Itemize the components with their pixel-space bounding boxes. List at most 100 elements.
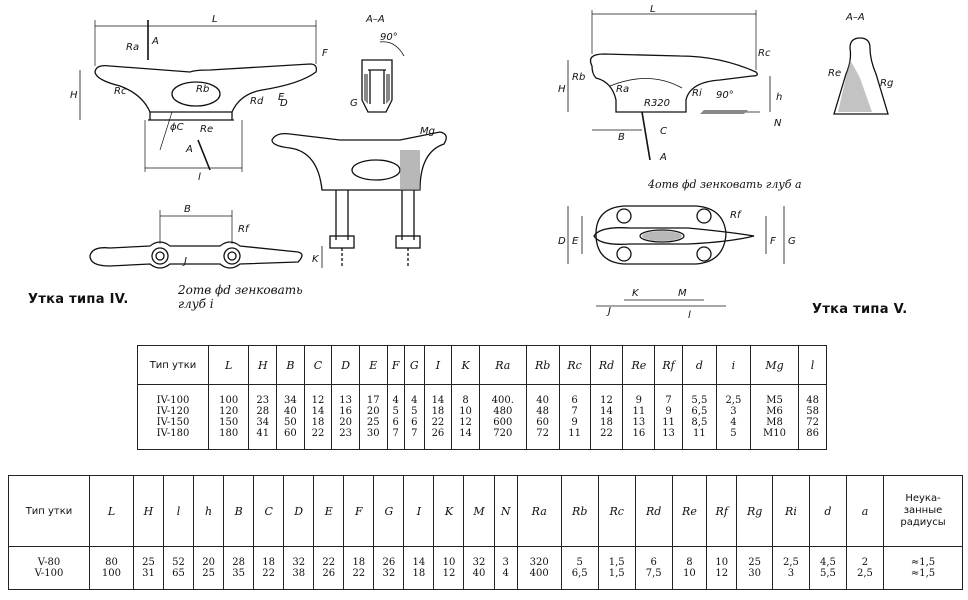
v-label-Re: Re [828, 68, 841, 79]
th: M [463, 475, 495, 547]
cell: 3 4 [493, 546, 518, 590]
cell: 5 6,5 [560, 546, 599, 590]
th: Тип утки [8, 475, 90, 547]
th: B [223, 475, 255, 547]
iv-label-J: J [182, 256, 187, 267]
v-label-angle: 90° [716, 90, 734, 101]
th: L [207, 345, 250, 385]
cell: V-80 V-100 [8, 546, 90, 590]
caption-type-iv: Утка типа IV. [28, 292, 129, 307]
iv-label-Re: Re [200, 124, 213, 135]
cell: 400. 480 600 720 [478, 384, 527, 450]
cell: 32 38 [283, 546, 315, 590]
th: H [132, 475, 165, 547]
th: F [343, 475, 375, 547]
iv-label-K: K [312, 254, 320, 265]
cell: 14 18 [403, 546, 435, 590]
v-label-K: K [632, 288, 640, 299]
th: Rb [560, 475, 599, 547]
cell: 10 12 [433, 546, 465, 590]
table-row: IV-100 IV-120 IV-150 IV-180 100 120 150 … [137, 384, 827, 450]
th: Неука- занные радиусы [883, 475, 963, 547]
iv-label-Rb: Rb [196, 84, 209, 95]
v-label-h: h [776, 92, 782, 103]
iv-label-H: H [70, 90, 78, 101]
v-label-Ri: Ri [692, 88, 702, 99]
th: i [715, 345, 751, 385]
th: Rg [736, 475, 773, 547]
cell: M5 M6 M8 M10 [749, 384, 800, 450]
cell: 23 28 34 41 [248, 384, 278, 450]
v-label-L: L [650, 4, 656, 15]
cell: 20 25 [193, 546, 225, 590]
th: Ri [771, 475, 810, 547]
table-row: V-80 V-100 80 100 25 31 52 65 20 25 28 3… [8, 546, 963, 590]
iv-label-L: L [212, 14, 218, 25]
cell: 52 65 [162, 546, 195, 590]
th: N [493, 475, 518, 547]
caption-type-v: Утка типа V. [812, 302, 908, 317]
th: a [845, 475, 885, 547]
v-label-M: M [678, 288, 687, 299]
th: d [808, 475, 847, 547]
cell: 10 12 [706, 546, 738, 590]
cell: 18 22 [343, 546, 375, 590]
cell: 6 7,5 [634, 546, 673, 590]
th: Rb [525, 345, 560, 385]
v-label-Rg: Rg [880, 78, 893, 89]
note-type-iv: 2отв ϕd зенковать глуб i [178, 283, 303, 311]
iv-label-Mg: Mg [420, 126, 435, 137]
iv-label-angle: 90° [380, 32, 398, 43]
cell: 8 10 [671, 546, 708, 590]
v-label-A: A [659, 152, 667, 163]
v-label-N: N [774, 118, 782, 129]
th: Rd [589, 345, 624, 385]
v-label-Rf: Rf [730, 210, 742, 221]
th: D [283, 475, 315, 547]
th: Rf [654, 345, 683, 385]
th: K [433, 475, 465, 547]
th: Rc [597, 475, 636, 547]
drawing-type-v: L A–A Rc Rb Ra Ri 90° R320 H h N B C A R… [558, 4, 893, 321]
cell: 34 40 50 60 [276, 384, 305, 450]
v-label-B: B [618, 132, 625, 143]
cell: 14 18 22 26 [423, 384, 453, 450]
v-label-G: G [788, 236, 796, 247]
cell: 4 5 6 7 [386, 384, 405, 450]
th: I [423, 345, 453, 385]
cell: 48 58 72 86 [798, 384, 827, 450]
cell: 100 120 150 180 [207, 384, 250, 450]
th: Rf [706, 475, 738, 547]
th: l [798, 345, 827, 385]
cell: 7 9 11 13 [654, 384, 683, 450]
iv-label-B: B [184, 204, 191, 215]
cell: 4,5 5,5 [808, 546, 847, 590]
v-label-C: C [660, 126, 667, 137]
th: Ra [516, 475, 562, 547]
th: C [253, 475, 285, 547]
cell: 12 14 18 22 [589, 384, 624, 450]
iv-label-A2: A [185, 144, 193, 155]
cell: 22 26 [313, 546, 345, 590]
th: Mg [749, 345, 800, 385]
cell: 320 400 [516, 546, 562, 590]
iv-label-F: F [322, 48, 328, 59]
cell: 2,5 3 [771, 546, 810, 590]
cell: 18 22 [253, 546, 285, 590]
th: G [403, 345, 425, 385]
iv-label-E: E [278, 92, 285, 103]
cell: 13 16 20 23 [331, 384, 360, 450]
v-label-section: A–A [845, 12, 865, 23]
th: H [248, 345, 278, 385]
th: Re [622, 345, 656, 385]
th: E [358, 345, 388, 385]
th: l [162, 475, 195, 547]
th: h [193, 475, 225, 547]
cell: 25 30 [736, 546, 773, 590]
th: Rc [558, 345, 591, 385]
cell: 2 2,5 [845, 546, 885, 590]
table-type-iv: Тип утки L H B C D E F G I K Ra Rb Rc Rd… [137, 345, 827, 450]
cell: 17 20 25 30 [358, 384, 388, 450]
note-type-v: 4отв ϕd зенковать глуб a [648, 178, 802, 191]
iv-label-Rf: Rf [238, 224, 250, 235]
